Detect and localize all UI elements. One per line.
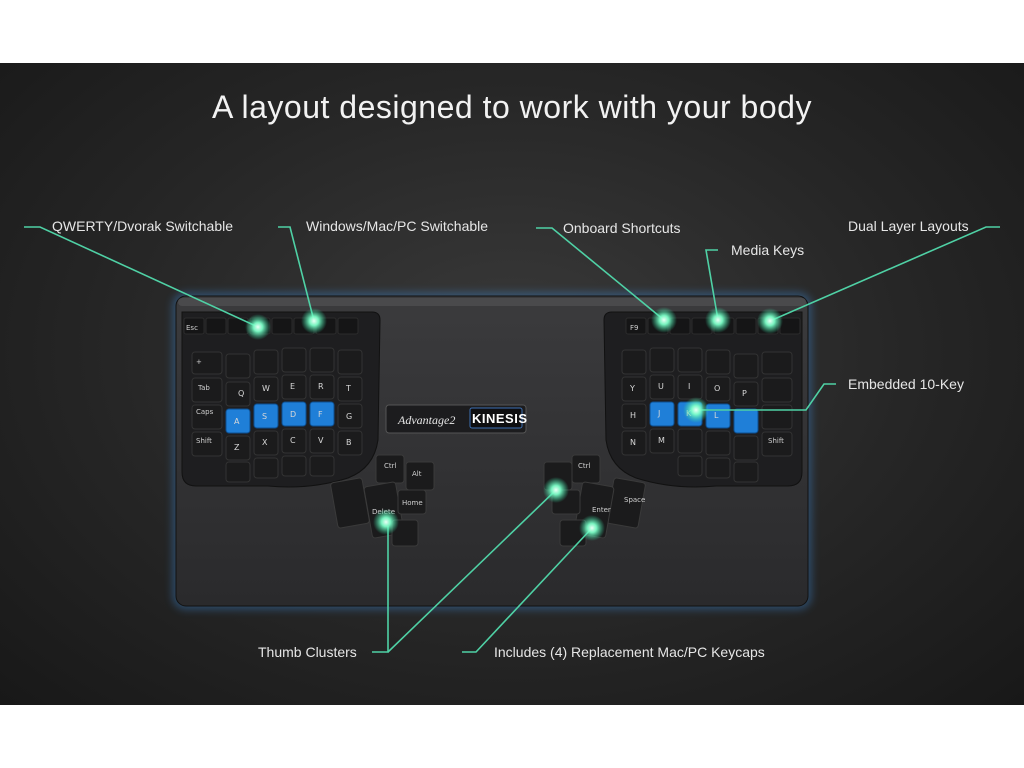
svg-text:C: C [290,436,296,445]
right-function-row [625,317,801,335]
svg-text:G: G [346,412,352,421]
slide-title: A layout designed to work with your body [212,89,812,125]
key-legends: QW ER T AS DF G ZX CV B YU IO P HJ KL NM… [186,324,784,452]
svg-text:V: V [318,436,324,445]
svg-text:Q: Q [238,389,244,398]
left-home-row-keys [225,401,335,434]
svg-text:Esc: Esc [186,324,198,332]
svg-text:Ctrl: Ctrl [578,462,591,470]
svg-text:I: I [688,382,690,391]
svg-text:Shift: Shift [768,437,784,445]
callout-qwerty-dvorak: QWERTY/Dvorak Switchable [52,218,234,234]
highlight-glows [245,307,783,541]
svg-text:+: + [196,358,202,366]
svg-text:Enter: Enter [592,506,611,514]
right-main-keys [621,347,793,483]
svg-text:M: M [658,436,665,445]
svg-text:X: X [262,438,268,447]
svg-text:R: R [318,382,324,391]
svg-text:F: F [318,410,323,419]
svg-text:D: D [290,410,296,419]
callout-dual-layer: Dual Layer Layouts [848,218,969,234]
svg-text:L: L [714,411,719,420]
svg-text:J: J [657,409,660,418]
svg-text:Y: Y [629,384,635,393]
callout-replacement-keycaps: Includes (4) Replacement Mac/PC Keycaps [494,644,765,660]
left-main-keys [191,347,363,483]
keyboard-model-label: Advantage2 [398,413,456,427]
callout-lines [24,226,1000,653]
svg-text:Caps: Caps [196,408,214,416]
svg-text:F9: F9 [630,324,638,332]
svg-text:P: P [742,389,747,398]
svg-text:O: O [714,384,720,393]
svg-text:A: A [234,417,240,426]
svg-text:T: T [345,384,351,393]
callout-embedded-10-key: Embedded 10-Key [848,376,964,392]
svg-text:Alt: Alt [412,470,422,478]
svg-text:B: B [346,438,352,447]
svg-text:U: U [658,382,664,391]
svg-text:Shift: Shift [196,437,212,445]
svg-text:Z: Z [234,443,240,452]
svg-text:H: H [630,411,636,420]
svg-text:Tab: Tab [197,384,210,392]
svg-text:W: W [262,384,270,393]
svg-text:Space: Space [624,496,645,504]
keyboard-brand-logo: KINESIS [472,411,528,426]
callout-onboard-shortcuts: Onboard Shortcuts [563,220,681,236]
svg-text:N: N [630,438,636,447]
svg-text:S: S [262,412,267,421]
svg-text:Home: Home [402,499,423,507]
callout-thumb-clusters: Thumb Clusters [258,644,357,660]
callout-media-keys: Media Keys [731,242,805,258]
callout-windows-mac-pc: Windows/Mac/PC Switchable [306,218,489,234]
svg-text:E: E [290,382,295,391]
svg-text:Ctrl: Ctrl [384,462,397,470]
